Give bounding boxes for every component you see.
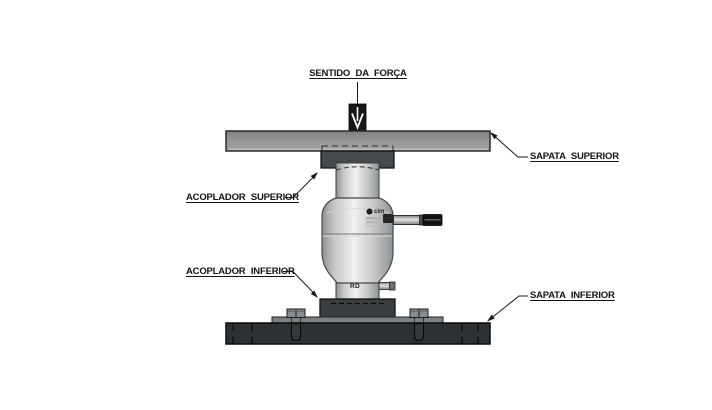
nameplate-logo-icon xyxy=(366,208,373,215)
label-lower-coupler: ACOPLADOR INFERIOR xyxy=(186,266,295,277)
label-force-direction: SENTIDO DA FORÇA xyxy=(309,68,407,79)
lower-coupler xyxy=(319,298,396,319)
right-anchor-bolt xyxy=(409,308,429,342)
lower-pin-cap xyxy=(389,281,396,291)
left-anchor-bolt xyxy=(286,308,306,342)
upper-plate-hidden-pocket xyxy=(321,145,394,151)
load-cell-marking: RD xyxy=(350,283,360,290)
cable-ring xyxy=(419,214,424,226)
nameplate-text-line2 xyxy=(366,221,382,224)
nameplate-brand-text: cim xyxy=(374,208,385,215)
lower-pin xyxy=(378,282,391,290)
leader-lines xyxy=(283,133,528,321)
force-down-arrow-icon xyxy=(351,113,364,130)
nameplate-text-line3 xyxy=(366,225,378,227)
upper-column xyxy=(335,162,380,201)
cable-tube xyxy=(393,215,421,225)
leader-arrowheads xyxy=(310,132,498,322)
upper-plate xyxy=(225,130,491,152)
label-upper-plate: SAPATA SUPERIOR xyxy=(530,151,619,162)
base-plate-seams xyxy=(232,323,479,344)
nameplate-dark-print xyxy=(383,214,393,223)
label-lower-plate: SAPATA INFERIOR xyxy=(530,290,615,301)
nameplate-text-line1 xyxy=(366,217,386,220)
base-plate xyxy=(225,322,491,345)
body-shoulder-highlight xyxy=(325,208,390,214)
upper-column-hidden-arc xyxy=(335,166,380,171)
label-upper-coupler: ACOPLADOR SUPERIOR xyxy=(186,192,299,203)
